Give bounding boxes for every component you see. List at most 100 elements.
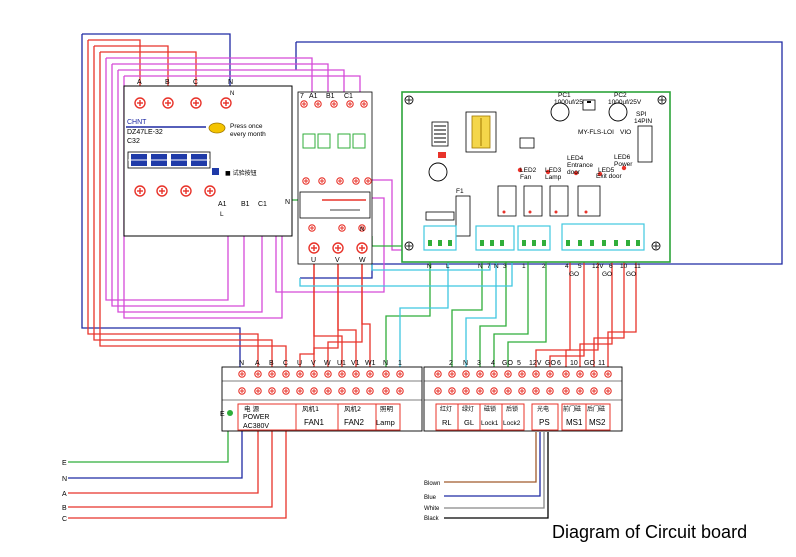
strip-l-c: C <box>283 360 288 367</box>
breaker-out-c1: C1 <box>258 201 267 208</box>
test-button-label: ■ 试验按钮 <box>225 169 257 177</box>
fan1-en: FAN1 <box>304 418 325 427</box>
pcb-term-11: 11 <box>634 263 641 270</box>
pcb-term-2: 2 <box>542 263 546 270</box>
contactor-label-a1: A1 <box>309 93 318 100</box>
breaker-label-a: A <box>137 79 142 86</box>
supply-b: B <box>62 505 67 512</box>
breaker-model: DZ47LE-32 <box>127 129 163 136</box>
pcb-spi-pins: 14PIN <box>634 118 652 125</box>
pcb-term-3: 3 <box>503 263 507 270</box>
ms2-en: MS2 <box>589 418 606 427</box>
wire-black: Black <box>424 516 440 522</box>
strip-r-3: 3 <box>477 360 481 367</box>
breaker-note-line1: Press once <box>230 123 263 130</box>
terminal-strip-right: 2 N 3 4 GO 5 12V GO 6 10 GO 11 红灯 RL 绿灯 … <box>423 360 623 432</box>
led6-desc: Power <box>614 161 633 168</box>
strip-l-u: U <box>297 360 302 367</box>
lock2-en: Lock2 <box>503 420 521 427</box>
contactor: 7 A1 B1 C1 N U V W <box>297 91 373 265</box>
lock2-cn: 后锁 <box>506 405 518 413</box>
supply-e: E <box>62 460 67 467</box>
strip-r-go3: GO <box>584 360 595 367</box>
contactor-side-n: N <box>360 227 364 233</box>
pcb-term-n1: N <box>427 263 432 270</box>
fuse-label: F1 <box>456 188 464 195</box>
breaker-out-b1: B1 <box>241 201 250 208</box>
strip-l-a: A <box>255 360 260 367</box>
test-button-icon <box>208 122 226 134</box>
led6-label: LED6 <box>614 154 631 161</box>
strip-r-10: 10 <box>570 360 578 367</box>
contactor-out-v: V <box>335 257 340 264</box>
breaker-out-n: N <box>285 199 290 206</box>
pcb-chip-label: MY-FLS-LOI <box>578 129 614 136</box>
strip-r-5: 5 <box>517 360 521 367</box>
lamp-en: Lamp <box>376 418 395 427</box>
strip-ground-label: E <box>220 411 225 418</box>
wire-white: White <box>424 506 440 512</box>
ms1-en: MS1 <box>566 418 583 427</box>
pcb-term-10: 10 <box>620 263 628 270</box>
lock1-en: Lock1 <box>481 420 499 427</box>
gl-cn: 绿灯 <box>462 405 474 413</box>
contactor-label-b1: B1 <box>326 93 335 100</box>
supply-n: N <box>62 476 67 483</box>
lock1-cn: 磁锁 <box>484 405 496 413</box>
control-pcb: PC1 1000uf/25v PC2 1000uf/25V SPI 14PIN … <box>401 91 671 278</box>
pcb-spi-label: SPI <box>636 111 647 118</box>
left-strip-top-labels: N A B C U V W U1 V1 W1 N 1 <box>239 360 402 367</box>
gl-en: GL <box>464 418 474 427</box>
contactor-out-w: W <box>359 257 366 264</box>
lamp-cn: 照明 <box>380 405 394 413</box>
residual-current-breaker: A B C N N CHNT DZ47LE-32 C32 Press once … <box>123 79 293 237</box>
breaker-switch-mark: L <box>220 211 224 218</box>
power-cn: 电 源 <box>244 404 260 413</box>
power-en1: POWER <box>243 414 269 421</box>
ps-en: PS <box>539 418 550 427</box>
strip-l-u1: U1 <box>337 360 346 367</box>
strip-r-6: 6 <box>557 360 561 367</box>
pcb-mount-holes <box>404 95 667 251</box>
ground-terminal-icon <box>227 410 233 416</box>
test-marker-icon <box>212 168 219 175</box>
pcb-terminal-blocks <box>423 223 645 251</box>
led4-desc1: Entrance <box>567 162 593 169</box>
strip-l-n2: N <box>383 360 388 367</box>
led3-label: LED3 <box>545 167 562 174</box>
led3-desc: Lamp <box>545 174 562 181</box>
breaker-label-n: N <box>228 79 233 86</box>
breaker-label-b: B <box>165 79 170 86</box>
diagram-caption: Diagram of Circuit board <box>552 522 748 542</box>
pcb-pc1-value: 1000uf/25v <box>554 99 587 106</box>
pcb-term-7: 7 <box>487 263 491 270</box>
breaker-rating: C32 <box>127 138 140 145</box>
strip-r-n: N <box>463 360 468 367</box>
pcb-term-n3: N <box>494 263 499 270</box>
strip-l-v1: V1 <box>351 360 360 367</box>
led4-desc2: door <box>567 169 581 176</box>
strip-l-w1: W1 <box>365 360 376 367</box>
pcb-term-4: 4 <box>565 263 569 270</box>
led5-desc: Exit door <box>596 173 622 180</box>
breaker-out-a1: A1 <box>218 201 227 208</box>
pcb-pc2-label: PC2 <box>614 92 627 99</box>
contactor-out-u: U <box>311 257 316 264</box>
wire-blown: Blown <box>424 481 440 487</box>
pcb-terminal-labels: N L N 7 N 3 1 2 4 5 12V 6 10 11 GO GO GO <box>427 263 641 278</box>
strip-r-go1: GO <box>502 360 513 367</box>
ms1-cn: 前门磁 <box>563 405 581 413</box>
pcb-term-l: L <box>446 263 450 270</box>
breaker-label-c: C <box>193 79 198 86</box>
capacitor-pc1-icon <box>550 102 570 122</box>
pcb-term-go3: GO <box>626 271 636 278</box>
pcb-relays <box>497 185 601 217</box>
rl-cn: 红灯 <box>440 405 452 413</box>
pcb-pc2-value: 1000uf/25V <box>608 99 642 106</box>
ps-cn: 光电 <box>537 405 549 413</box>
regulator-icon <box>582 99 596 111</box>
pcb-term-n2: N <box>478 263 483 270</box>
strip-r-12v: 12V <box>529 360 542 367</box>
fan2-cn: 风机2 <box>344 404 361 413</box>
